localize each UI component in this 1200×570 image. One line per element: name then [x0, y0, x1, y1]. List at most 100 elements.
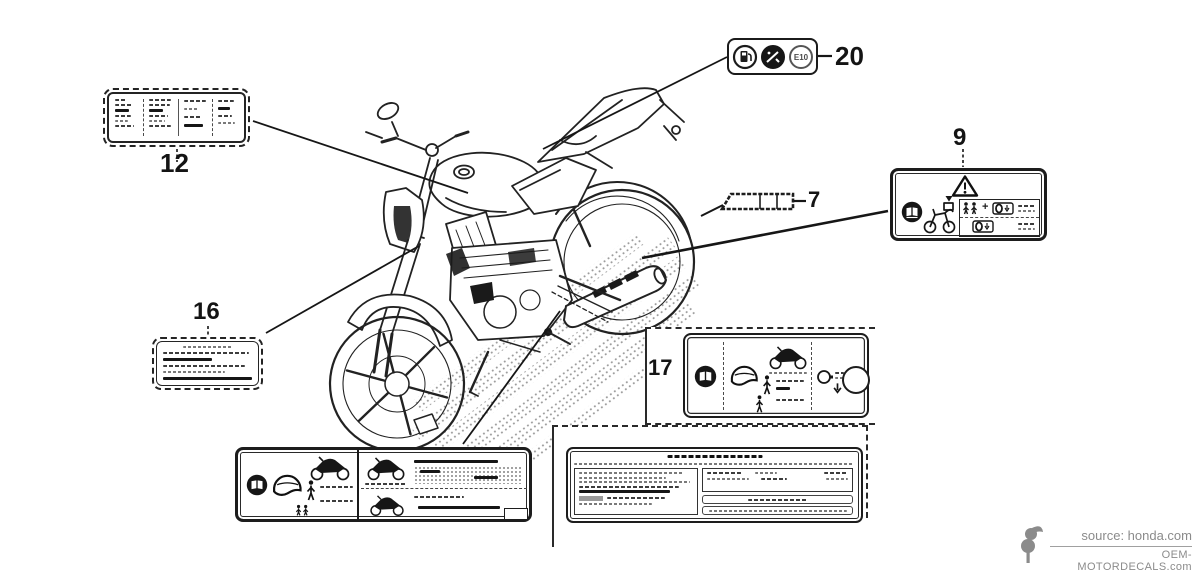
text-line-placeholder: [320, 500, 353, 502]
callout-9: 9: [953, 124, 967, 151]
callout-17: 17: [648, 355, 673, 380]
text-line-placeholder: [217, 100, 234, 102]
motorcycle-icon: [367, 457, 405, 481]
text-line-placeholder: [184, 124, 203, 127]
header-line-placeholder: [667, 455, 762, 458]
panel-divider: [357, 450, 359, 519]
table-row-divider: [960, 217, 1039, 218]
cert-band: [702, 506, 853, 515]
text-line-placeholder: [1018, 210, 1035, 212]
load-arrow-icon: [945, 196, 953, 202]
dial-circle-icon: [842, 366, 870, 394]
decal-16-caution-label: [152, 337, 263, 390]
text-line-placeholder: [320, 486, 353, 488]
fuel-label-pictograms: E10: [732, 44, 813, 69]
fuel-nozzle-icon: [765, 50, 780, 63]
motorcycle-illustration: [328, 87, 696, 453]
tire-pressure-table: +: [959, 199, 1040, 237]
text-line-placeholder: [824, 472, 848, 474]
text-line-placeholder: [755, 472, 777, 474]
watermark-site: OEM-MOTORDECALS.com: [1077, 549, 1192, 570]
text-line-placeholder: [579, 490, 671, 493]
text-line-placeholder: [708, 509, 847, 512]
text-line-placeholder: [115, 109, 129, 112]
owners-manual-icon: [694, 365, 717, 388]
text-line-placeholder: [579, 503, 652, 505]
text-line-placeholder: [183, 346, 232, 348]
ignition-key-icon: [817, 370, 833, 384]
helmet-icon: [273, 474, 302, 496]
panel-divider: [811, 342, 812, 410]
decal-text-column: [184, 99, 207, 136]
decal-certification-label: [566, 447, 863, 523]
text-line-placeholder: [148, 125, 171, 127]
text-line-placeholder: [115, 99, 128, 101]
column-divider: [142, 99, 144, 136]
text-line-placeholder: [365, 483, 407, 485]
oem-motordecals-logo: [1021, 526, 1043, 563]
text-line-placeholder: [163, 371, 226, 373]
text-line-placeholder: [148, 104, 170, 106]
text-line-placeholder: [217, 122, 236, 124]
text-line-placeholder: [115, 120, 129, 122]
helmet-icon: [730, 365, 758, 386]
text-line-placeholder: [184, 108, 200, 110]
text-line-placeholder: [1018, 205, 1035, 207]
decal-text-column: [148, 99, 174, 136]
text-line-placeholder: [163, 352, 250, 354]
text-line-placeholder: [579, 476, 666, 479]
text-line-placeholder: [1018, 228, 1035, 230]
decal-text-column: [115, 99, 138, 136]
text-line-placeholder: [579, 485, 680, 488]
text-line-placeholder: [707, 478, 749, 480]
decal-text-column: [217, 99, 238, 136]
text-line-placeholder: [148, 99, 172, 101]
text-line-placeholder: [217, 107, 230, 110]
table-row: [707, 472, 848, 474]
text-line-row: [579, 495, 693, 501]
dashed-container-cert-right: [866, 425, 868, 518]
motorcycle-icon: [310, 456, 350, 481]
arrow-down-icon: [833, 383, 842, 394]
watermark-source: source: honda.com: [1081, 528, 1192, 543]
text-line-placeholder: [148, 115, 169, 117]
decal-20-fuel-label: E10: [727, 38, 818, 75]
text-line-placeholder: [707, 472, 743, 474]
text-line-placeholder: [747, 498, 808, 501]
blank-decal-7: [719, 192, 795, 211]
gray-bar-placeholder: [579, 495, 603, 501]
corner-box: [504, 508, 528, 520]
rider-icon: [763, 375, 771, 395]
text-line-placeholder: [1018, 223, 1035, 225]
plus-sign: +: [982, 201, 989, 213]
text-line-placeholder: [163, 358, 212, 361]
text-line-placeholder: [769, 372, 807, 374]
two-riders-icon: [295, 504, 309, 516]
text-line-placeholder: [579, 472, 684, 474]
text-line-placeholder: [414, 496, 464, 498]
text-line-placeholder: [184, 100, 206, 102]
tire-icon: [972, 220, 994, 233]
decal-9-tire-loading-label: +: [890, 168, 1047, 241]
cert-table: [702, 468, 853, 492]
text-line-placeholder: [148, 109, 164, 112]
text-line-placeholder: [474, 476, 498, 479]
text-line-placeholder: [607, 497, 665, 499]
row-divider: [361, 488, 527, 489]
text-line-placeholder: [217, 115, 233, 117]
text-line-placeholder: [115, 115, 131, 117]
text-line-placeholder: [579, 481, 690, 483]
decal-12-specification-label: [103, 88, 250, 147]
motorcycle-icon: [370, 495, 404, 517]
fuel-pump-icon: [740, 50, 752, 62]
two-riders-icon: [963, 202, 977, 215]
text-line-placeholder: [826, 478, 848, 480]
callout-7: 7: [808, 187, 821, 212]
text-line-placeholder: [776, 387, 790, 390]
text-line-placeholder: [835, 372, 844, 374]
rider-icon: [306, 480, 316, 501]
text-line-placeholder: [835, 377, 844, 379]
text-line-placeholder: [115, 125, 134, 127]
